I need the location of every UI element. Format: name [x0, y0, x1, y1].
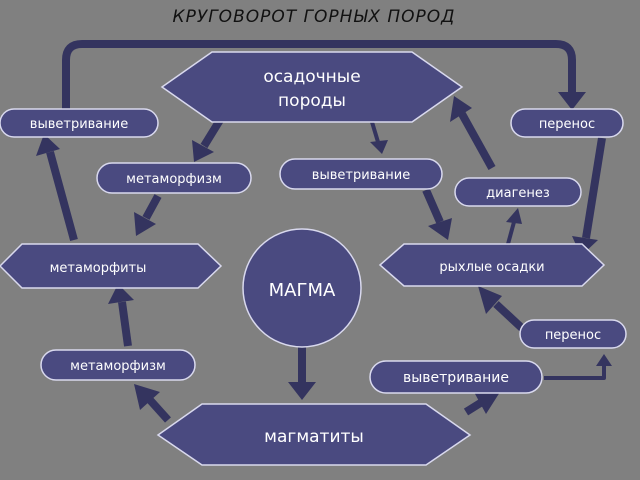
arrow-sedimentary-to-metamorphism	[200, 117, 224, 149]
process-weathering-bottom: выветривание	[369, 360, 543, 394]
metamorphism-bottom-label: метаморфизм	[70, 359, 166, 374]
arrow-transfer-to-loose-bottom-head	[478, 286, 502, 314]
loose-sediments-shape	[378, 243, 606, 287]
transfer-right-pill	[510, 108, 624, 138]
arrows	[36, 40, 612, 423]
arrow-metamorphism-to-metamorphites	[142, 194, 162, 220]
diagenesis-pill	[454, 177, 582, 207]
arrow-magmatites-to-weathering-head	[474, 392, 500, 414]
sedimentary-hexagon	[160, 51, 464, 123]
weathering-bottom-pill	[369, 360, 543, 394]
arrow-magmatites-to-metamorphism	[147, 397, 171, 423]
arrow-weathering-to-loose	[422, 188, 444, 224]
metamorphites-label: метаморфиты	[50, 261, 147, 276]
arrow-magmatites-to-weathering	[463, 398, 485, 416]
node-magmatites: магматиты	[156, 403, 472, 466]
weathering-left-label: выветривание	[30, 117, 128, 132]
process-diagenesis: диагенез	[454, 177, 582, 207]
arrow-top-loop	[62, 40, 576, 110]
weathering-center-label: выветривание	[312, 168, 410, 183]
arrow-magmatites-to-metamorphism-head	[134, 384, 160, 410]
process-transfer-right: перенос	[510, 108, 624, 138]
node-magma: МАГМА	[242, 228, 362, 348]
process-weathering-left: выветривание	[0, 108, 159, 138]
arrow-metamorphites-to-weathering-head	[36, 134, 60, 156]
transfer-bottom-label: перенос	[545, 328, 601, 343]
magma-label: МАГМА	[269, 280, 336, 301]
weathering-bottom-label: выветривание	[403, 370, 509, 386]
arrow-transfer-to-loose-bottom	[493, 301, 527, 333]
arrow-metamorphism-to-metamorphites-bottom	[118, 301, 132, 347]
arrow-diagenesis-to-sedimentary	[458, 112, 496, 170]
magmatites-label: магматиты	[264, 427, 364, 447]
process-metamorphism-top: метаморфизм	[96, 162, 252, 194]
arrow-metamorphism-to-metamorphites-head	[134, 212, 156, 236]
arrow-weathering-to-loose-head	[428, 218, 452, 240]
arrow-transfer-to-loose	[582, 137, 606, 239]
arrow-weathering-to-transfer	[544, 366, 606, 380]
process-metamorphism-bottom: метаморфизм	[40, 349, 196, 381]
transfer-right-label: перенос	[539, 117, 595, 132]
sedimentary-label-line2: породы	[278, 91, 346, 111]
sedimentary-label-line1: осадочные	[263, 67, 360, 87]
metamorphism-top-pill	[96, 162, 252, 194]
loose-sediments-label: рыхлые осадки	[439, 260, 544, 275]
node-sedimentary-rocks: осадочные породы	[160, 51, 464, 123]
diagram-title: КРУГОВОРОТ ГОРНЫХ ПОРОД	[173, 7, 456, 27]
arrow-sedimentary-to-weathering	[370, 121, 380, 143]
arrow-diagenesis-to-sedimentary-head	[450, 96, 472, 122]
process-weathering-center: выветривание	[279, 158, 443, 190]
arrow-top-loop-head	[558, 92, 586, 110]
weathering-left-pill	[0, 108, 159, 138]
arrow-loose-to-diagenesis	[506, 221, 516, 245]
arrow-weathering-to-transfer-head	[596, 354, 612, 366]
transfer-bottom-pill	[519, 319, 627, 349]
metamorphites-shape	[0, 243, 223, 289]
magma-circle	[242, 228, 362, 348]
node-metamorphites: метаморфиты	[0, 243, 223, 289]
magmatites-hexagon	[156, 403, 472, 466]
weathering-center-pill	[279, 158, 443, 190]
metamorphism-top-label: метаморфизм	[126, 172, 222, 187]
node-loose-sediments: рыхлые осадки	[378, 243, 606, 287]
metamorphism-bottom-pill	[40, 349, 196, 381]
arrow-metamorphites-to-weathering	[46, 150, 78, 242]
arrow-sedimentary-to-weathering-head	[370, 140, 388, 154]
arrow-sedimentary-to-metamorphism-head	[192, 140, 214, 162]
process-transfer-bottom: перенос	[519, 319, 627, 349]
arrow-metamorphism-to-metamorphites-bottom-head	[108, 284, 134, 304]
arrow-loose-to-diagenesis-head	[506, 208, 522, 224]
arrow-magma-to-magmatites-head	[288, 382, 316, 400]
diagenesis-label: диагенез	[486, 186, 550, 201]
